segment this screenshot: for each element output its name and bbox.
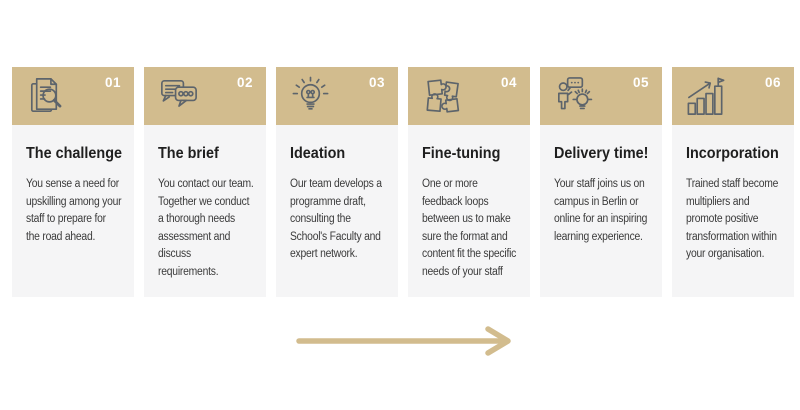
step-card-header: 03 [276, 67, 398, 125]
step-description: Trained staff become multipliers and pro… [686, 178, 779, 260]
step-number: 03 [368, 75, 385, 90]
person-idea-icon [558, 77, 593, 110]
step-card-2: 02 The brief You contact our team. Toget… [144, 67, 266, 297]
step-title: Fine-tuning [422, 145, 501, 162]
step-title: Delivery time! [554, 145, 649, 162]
step-description: Your staff joins us on campus in Berlin … [554, 178, 648, 243]
steps-row: 01 The challenge You sense a need for up… [12, 67, 794, 297]
step-description: You sense a need for upskilling among yo… [26, 178, 122, 243]
step-card-body: Ideation Our team develops a programme d… [276, 125, 398, 297]
step-description: Our team develops a programme draft, con… [290, 178, 382, 260]
step-description: You contact our team. Together we conduc… [158, 178, 254, 278]
step-card-header: 06 [672, 67, 794, 125]
step-number: 02 [236, 75, 253, 90]
step-card-header: 04 [408, 67, 530, 125]
flow-arrow [296, 321, 528, 366]
puzzle-pieces-icon [426, 79, 460, 113]
step-title: Ideation [290, 145, 346, 162]
step-number: 05 [632, 75, 649, 90]
step-card-1: 01 The challenge You sense a need for up… [12, 67, 134, 297]
chat-bubbles-icon [161, 80, 197, 107]
lightbulb-icon [292, 76, 329, 110]
step-card-body: Delivery time! Your staff joins us on ca… [540, 125, 662, 297]
step-card-5: 05 Delivery time! Your staff joins us on… [540, 67, 662, 297]
step-card-4: 04 Fine-tuning One or more feedback loop… [408, 67, 530, 297]
step-card-header: 05 [540, 67, 662, 125]
step-number: 04 [500, 75, 517, 90]
step-title: The brief [158, 145, 219, 162]
step-description: One or more feedback loops between us to… [422, 178, 517, 278]
growth-chart-flag-icon [687, 77, 725, 115]
document-search-icon [30, 78, 62, 113]
right-arrow-icon [296, 326, 511, 356]
step-number: 06 [764, 75, 781, 90]
step-card-6: 06 Incorporation Trained staff become mu… [672, 67, 794, 297]
step-number: 01 [104, 75, 121, 90]
step-card-header: 01 [12, 67, 134, 125]
step-card-3: 03 Ideation Our team develops a programm… [276, 67, 398, 297]
step-title: Incorporation [686, 145, 779, 162]
step-card-body: The challenge You sense a need for upski… [12, 125, 134, 297]
step-card-header: 02 [144, 67, 266, 125]
step-card-body: Fine-tuning One or more feedback loops b… [408, 125, 530, 297]
step-card-body: The brief You contact our team. Together… [144, 125, 266, 297]
step-title: The challenge [26, 145, 123, 162]
step-card-body: Incorporation Trained staff become multi… [672, 125, 794, 297]
